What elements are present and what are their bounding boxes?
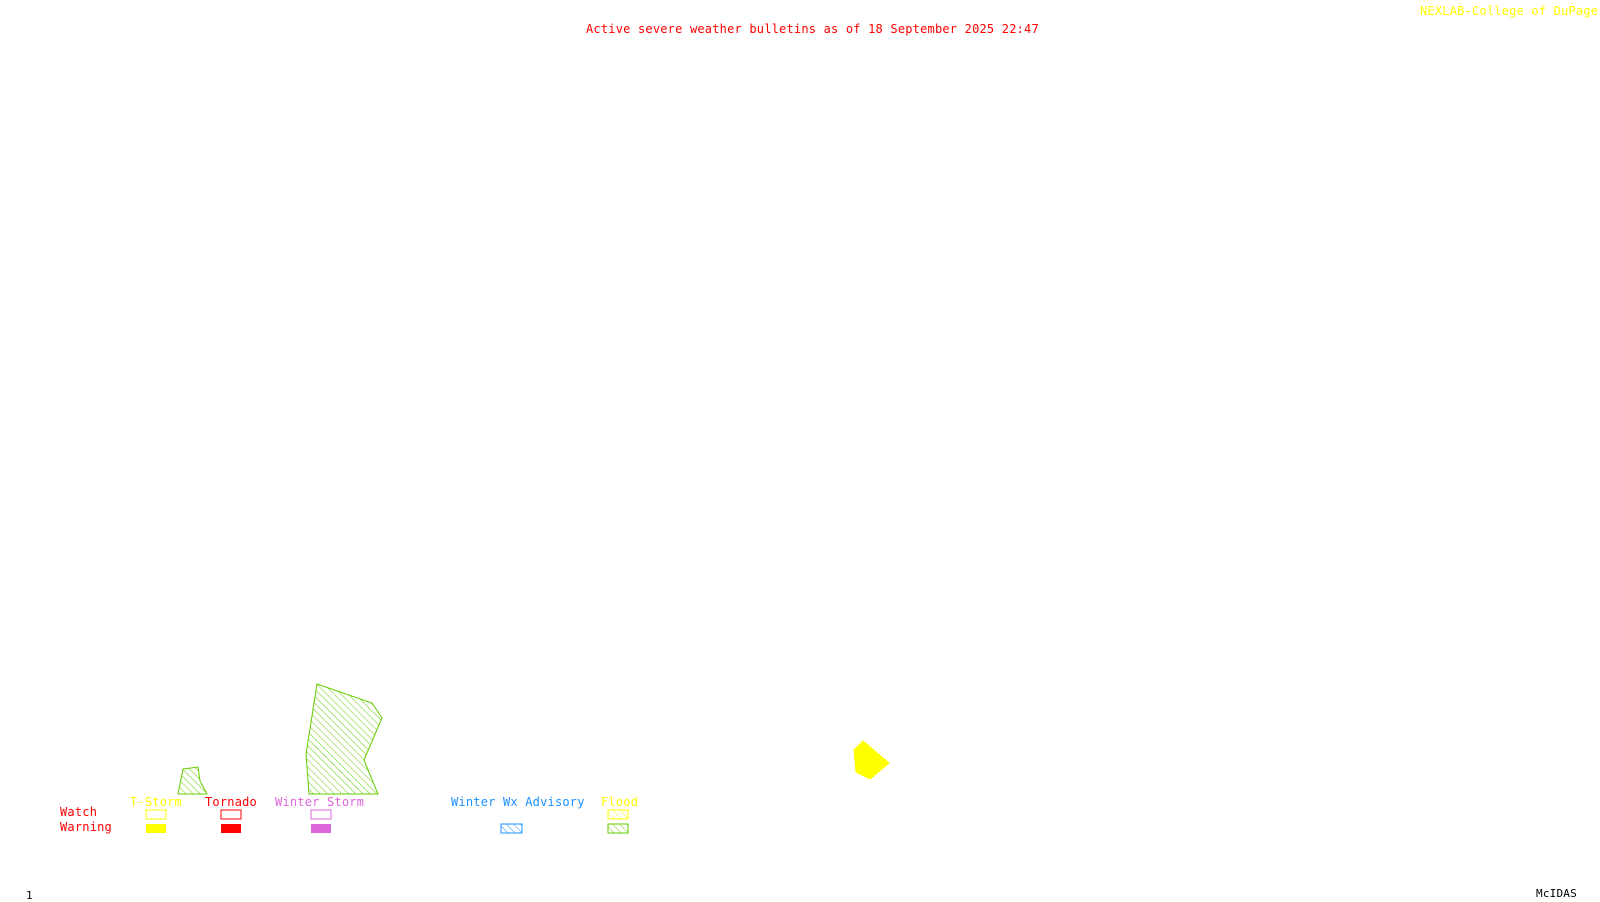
- tstorm-warning-area[interactable]: [853, 740, 890, 780]
- source-credit: NEXLAB-College of DuPage R: [1420, 4, 1600, 18]
- legend-label-winter-storm: Winter Storm: [275, 795, 365, 809]
- legend-row-warning: Warning: [60, 820, 112, 834]
- flood-warning-area-small[interactable]: [177, 766, 208, 795]
- tstorm-warning-swatch: [146, 824, 166, 833]
- frame-number: 1: [26, 889, 33, 902]
- tornado-warning-swatch: [221, 824, 241, 833]
- legend-label-flood: Flood: [601, 795, 639, 809]
- legend-row-watch: Watch: [60, 805, 98, 819]
- tstorm-watch-swatch: [145, 809, 167, 820]
- winter-storm-watch-swatch: [310, 809, 332, 820]
- winter-storm-warning-swatch: [311, 824, 331, 833]
- flood-watch-swatch: [607, 809, 629, 820]
- flood-warning-swatch: [607, 823, 629, 834]
- legend-label-winter-wx-advisory: Winter Wx Advisory: [451, 795, 585, 809]
- winter-wx-advisory-swatch: [500, 823, 523, 834]
- brand-label: McIDAS: [1536, 887, 1577, 900]
- tornado-watch-swatch: [220, 809, 242, 820]
- page-title: Active severe weather bulletins as of 18…: [586, 22, 1039, 36]
- legend-label-tstorm: T-Storm: [130, 795, 182, 809]
- flood-warning-area[interactable]: [305, 683, 383, 795]
- legend-label-tornado: Tornado: [205, 795, 257, 809]
